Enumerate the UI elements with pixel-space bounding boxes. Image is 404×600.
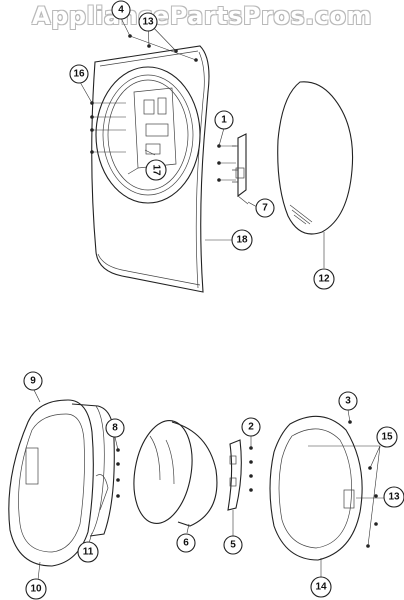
callout-7: 7 xyxy=(255,198,275,218)
callout-18: 18 xyxy=(231,229,253,251)
svg-text:3: 3 xyxy=(345,396,351,407)
screws-frame[interactable] xyxy=(348,420,378,548)
leaders-hinge xyxy=(218,127,258,208)
callout-2: 2 xyxy=(241,417,261,437)
callout-10: 10 xyxy=(25,578,47,600)
door-glass[interactable] xyxy=(277,81,354,235)
svg-text:1: 1 xyxy=(221,115,227,126)
svg-text:14: 14 xyxy=(315,582,327,593)
callout-4: 4 xyxy=(111,0,131,20)
door-bowl[interactable] xyxy=(126,416,218,528)
svg-text:5: 5 xyxy=(230,540,236,551)
svg-text:17: 17 xyxy=(151,164,162,176)
leaders-latch xyxy=(232,436,252,536)
callout-11: 11 xyxy=(77,541,99,563)
callout-9: 9 xyxy=(23,371,43,391)
inner-door-frame[interactable] xyxy=(269,415,363,561)
watermark: AppliancePartsPros.com xyxy=(32,2,372,30)
callout-12: 12 xyxy=(313,268,335,290)
callout-13-upper: 13 xyxy=(138,12,158,32)
leaders-upper xyxy=(79,17,232,241)
svg-text:7: 7 xyxy=(262,203,268,214)
callout-14: 14 xyxy=(310,576,332,598)
svg-text:11: 11 xyxy=(83,547,94,558)
svg-text:9: 9 xyxy=(30,376,36,387)
svg-text:16: 16 xyxy=(73,69,85,80)
callout-3: 3 xyxy=(338,391,358,411)
screws-latch[interactable] xyxy=(249,446,253,492)
svg-text:4: 4 xyxy=(118,5,124,16)
svg-text:2: 2 xyxy=(248,422,254,433)
callout-16: 16 xyxy=(69,64,89,84)
leaders-lower-right xyxy=(308,409,384,577)
callout-15: 15 xyxy=(376,426,398,448)
callout-6: 6 xyxy=(176,533,196,553)
inner-ring-11[interactable] xyxy=(71,403,115,537)
control-bracket-17[interactable] xyxy=(127,87,177,175)
outer-door-ring[interactable] xyxy=(8,399,94,567)
svg-text:18: 18 xyxy=(236,235,248,246)
leaders-bowl xyxy=(186,523,190,534)
callout-13-lower: 13 xyxy=(383,486,404,508)
callout-1: 1 xyxy=(214,110,234,130)
latch-bracket[interactable] xyxy=(227,439,242,511)
svg-text:8: 8 xyxy=(112,423,118,434)
svg-text:10: 10 xyxy=(30,584,42,595)
screws-lower-left[interactable] xyxy=(116,448,120,498)
svg-text:6: 6 xyxy=(183,538,189,549)
callout-5: 5 xyxy=(223,535,243,555)
svg-text:13: 13 xyxy=(142,17,154,28)
leaders-lower-left xyxy=(33,389,119,581)
front-panel[interactable] xyxy=(91,45,210,293)
svg-text:13: 13 xyxy=(388,492,400,503)
door-hinge[interactable] xyxy=(232,133,249,205)
svg-text:12: 12 xyxy=(318,274,330,285)
callout-17: 17 xyxy=(145,159,167,181)
svg-text:15: 15 xyxy=(381,432,393,443)
callout-8: 8 xyxy=(105,418,125,438)
